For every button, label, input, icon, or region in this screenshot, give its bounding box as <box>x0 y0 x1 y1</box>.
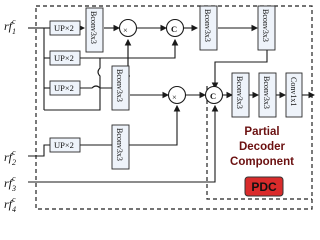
input-rf2: rf2c <box>4 148 16 167</box>
svg-text:×: × <box>172 92 177 102</box>
up-block-4: UP×2 <box>49 137 81 153</box>
multiply-op-1: × <box>118 18 138 38</box>
component-border <box>35 5 313 210</box>
svg-text:Bconv3x3: Bconv3x3 <box>115 69 124 102</box>
partial-decoder-diagram: rf1c rf2c rf3c rf4c <box>4 5 316 213</box>
pdc-badge: PDC <box>244 176 284 197</box>
bconv-3: Bconv3x3 <box>111 124 130 170</box>
input-rf4: rf4c <box>4 195 16 213</box>
svg-text:UP×2: UP×2 <box>54 53 74 63</box>
svg-text:Bconv3x3: Bconv3x3 <box>203 9 212 42</box>
up-block-1: UP×2 <box>49 20 81 36</box>
svg-text:UP×2: UP×2 <box>54 83 74 93</box>
svg-text:Bconv3x3: Bconv3x3 <box>89 11 98 44</box>
svg-text:Bconv3x3: Bconv3x3 <box>235 76 244 109</box>
bconv-1: Bconv3x3 <box>85 7 104 53</box>
input-rf1: rf1c <box>4 17 16 36</box>
multiply-op-2: × <box>167 85 187 105</box>
svg-text:C: C <box>210 91 216 101</box>
up-block-2: UP×2 <box>49 50 81 66</box>
bconv-7: Bconv3x3 <box>258 72 277 118</box>
svg-text:UP×2: UP×2 <box>54 23 74 33</box>
concat-op-2: C <box>204 85 224 105</box>
svg-text:×: × <box>123 25 128 35</box>
svg-text:Bconv3x3: Bconv3x3 <box>115 128 124 161</box>
component-title-line2: Decoder <box>239 141 286 153</box>
diagram-canvas: rf1c rf2c rf3c rf4c <box>4 5 316 213</box>
bconv-6: Bconv3x3 <box>231 72 250 118</box>
bconv-4: Bconv3x3 <box>199 5 218 51</box>
svg-text:UP×2: UP×2 <box>54 140 74 150</box>
input-rf3: rf3c <box>4 174 16 193</box>
component-title-line3: Component <box>230 156 294 168</box>
inner-dashed-border <box>206 86 312 200</box>
wires <box>28 24 316 183</box>
concat-op-1: C <box>165 18 185 38</box>
up-block-3: UP×2 <box>49 80 81 96</box>
svg-text:Conv1x1: Conv1x1 <box>289 77 298 106</box>
svg-text:Bconv3x3: Bconv3x3 <box>262 76 271 109</box>
svg-text:Bconv3x3: Bconv3x3 <box>261 9 270 42</box>
svg-text:PDC: PDC <box>251 180 277 194</box>
conv1x1: Conv1x1 <box>285 72 303 118</box>
bconv-2: Bconv3x3 <box>111 65 130 111</box>
component-title-line1: Partial <box>244 126 279 138</box>
svg-text:C: C <box>171 24 177 34</box>
bconv-5: Bconv3x3 <box>257 5 276 51</box>
